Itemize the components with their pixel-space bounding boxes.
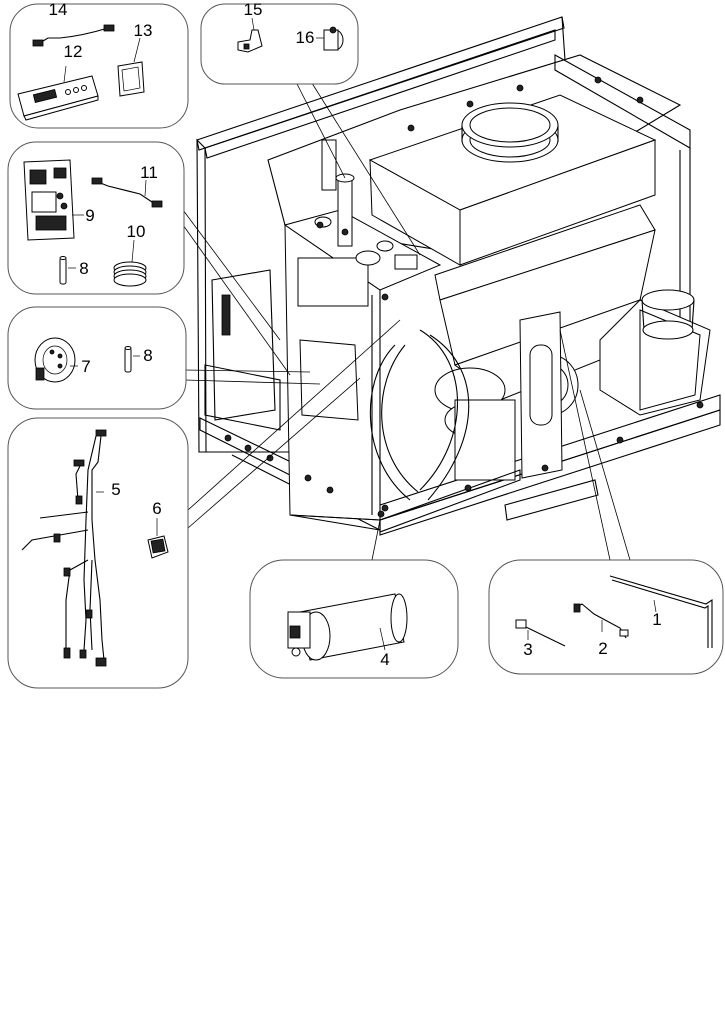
label-10: 10 [127,222,146,241]
capillary-coil-part [113,239,147,287]
label-2: 2 [598,639,607,658]
label-4: 4 [380,650,389,669]
label-9: 9 [85,206,94,225]
display-cable-part [32,24,115,47]
flow-sensor-part [316,26,344,51]
temperature-probe-part-b [124,346,140,373]
panel-pressure-switch: 7 8 [7,306,187,410]
ignition-electrode-part [573,603,629,639]
connector-block-part [147,518,169,559]
panel-electrodes: 3 2 1 [488,559,724,675]
display-cover-part [117,37,145,97]
wiring-harness-part [21,429,107,667]
flow-pipe-part [609,575,713,648]
pressure-switch-part [34,337,78,383]
display-board-part [17,65,99,121]
label-1: 1 [652,610,661,629]
label-16: 16 [296,28,315,47]
label-8-b: 8 [143,346,152,365]
pcb-cable-part [91,177,163,208]
label-6: 6 [152,499,161,518]
ionisation-electrode-part [515,619,566,647]
label-12: 12 [64,42,83,61]
panel-wiring: 5 6 [7,417,189,689]
label-11: 11 [140,163,158,182]
sensor-clip-part [237,17,263,53]
temperature-probe-part-a [59,256,76,285]
main-pcb-part [23,159,84,241]
label-14: 14 [49,0,68,19]
panel-ignition: 4 [249,559,459,679]
label-7: 7 [81,357,90,376]
label-8-a: 8 [79,259,88,278]
callout-lines [182,79,631,561]
panel-control-display: 14 12 13 [9,0,189,129]
label-3: 3 [523,640,532,659]
ignition-transformer-part [287,593,408,661]
label-5: 5 [111,480,120,499]
boiler-unit [196,16,721,536]
label-15: 15 [244,0,263,19]
panel-sensors-top: 15 16 [200,0,359,85]
panel-main-pcb: 9 11 10 8 [7,141,185,295]
label-13: 13 [134,21,153,40]
